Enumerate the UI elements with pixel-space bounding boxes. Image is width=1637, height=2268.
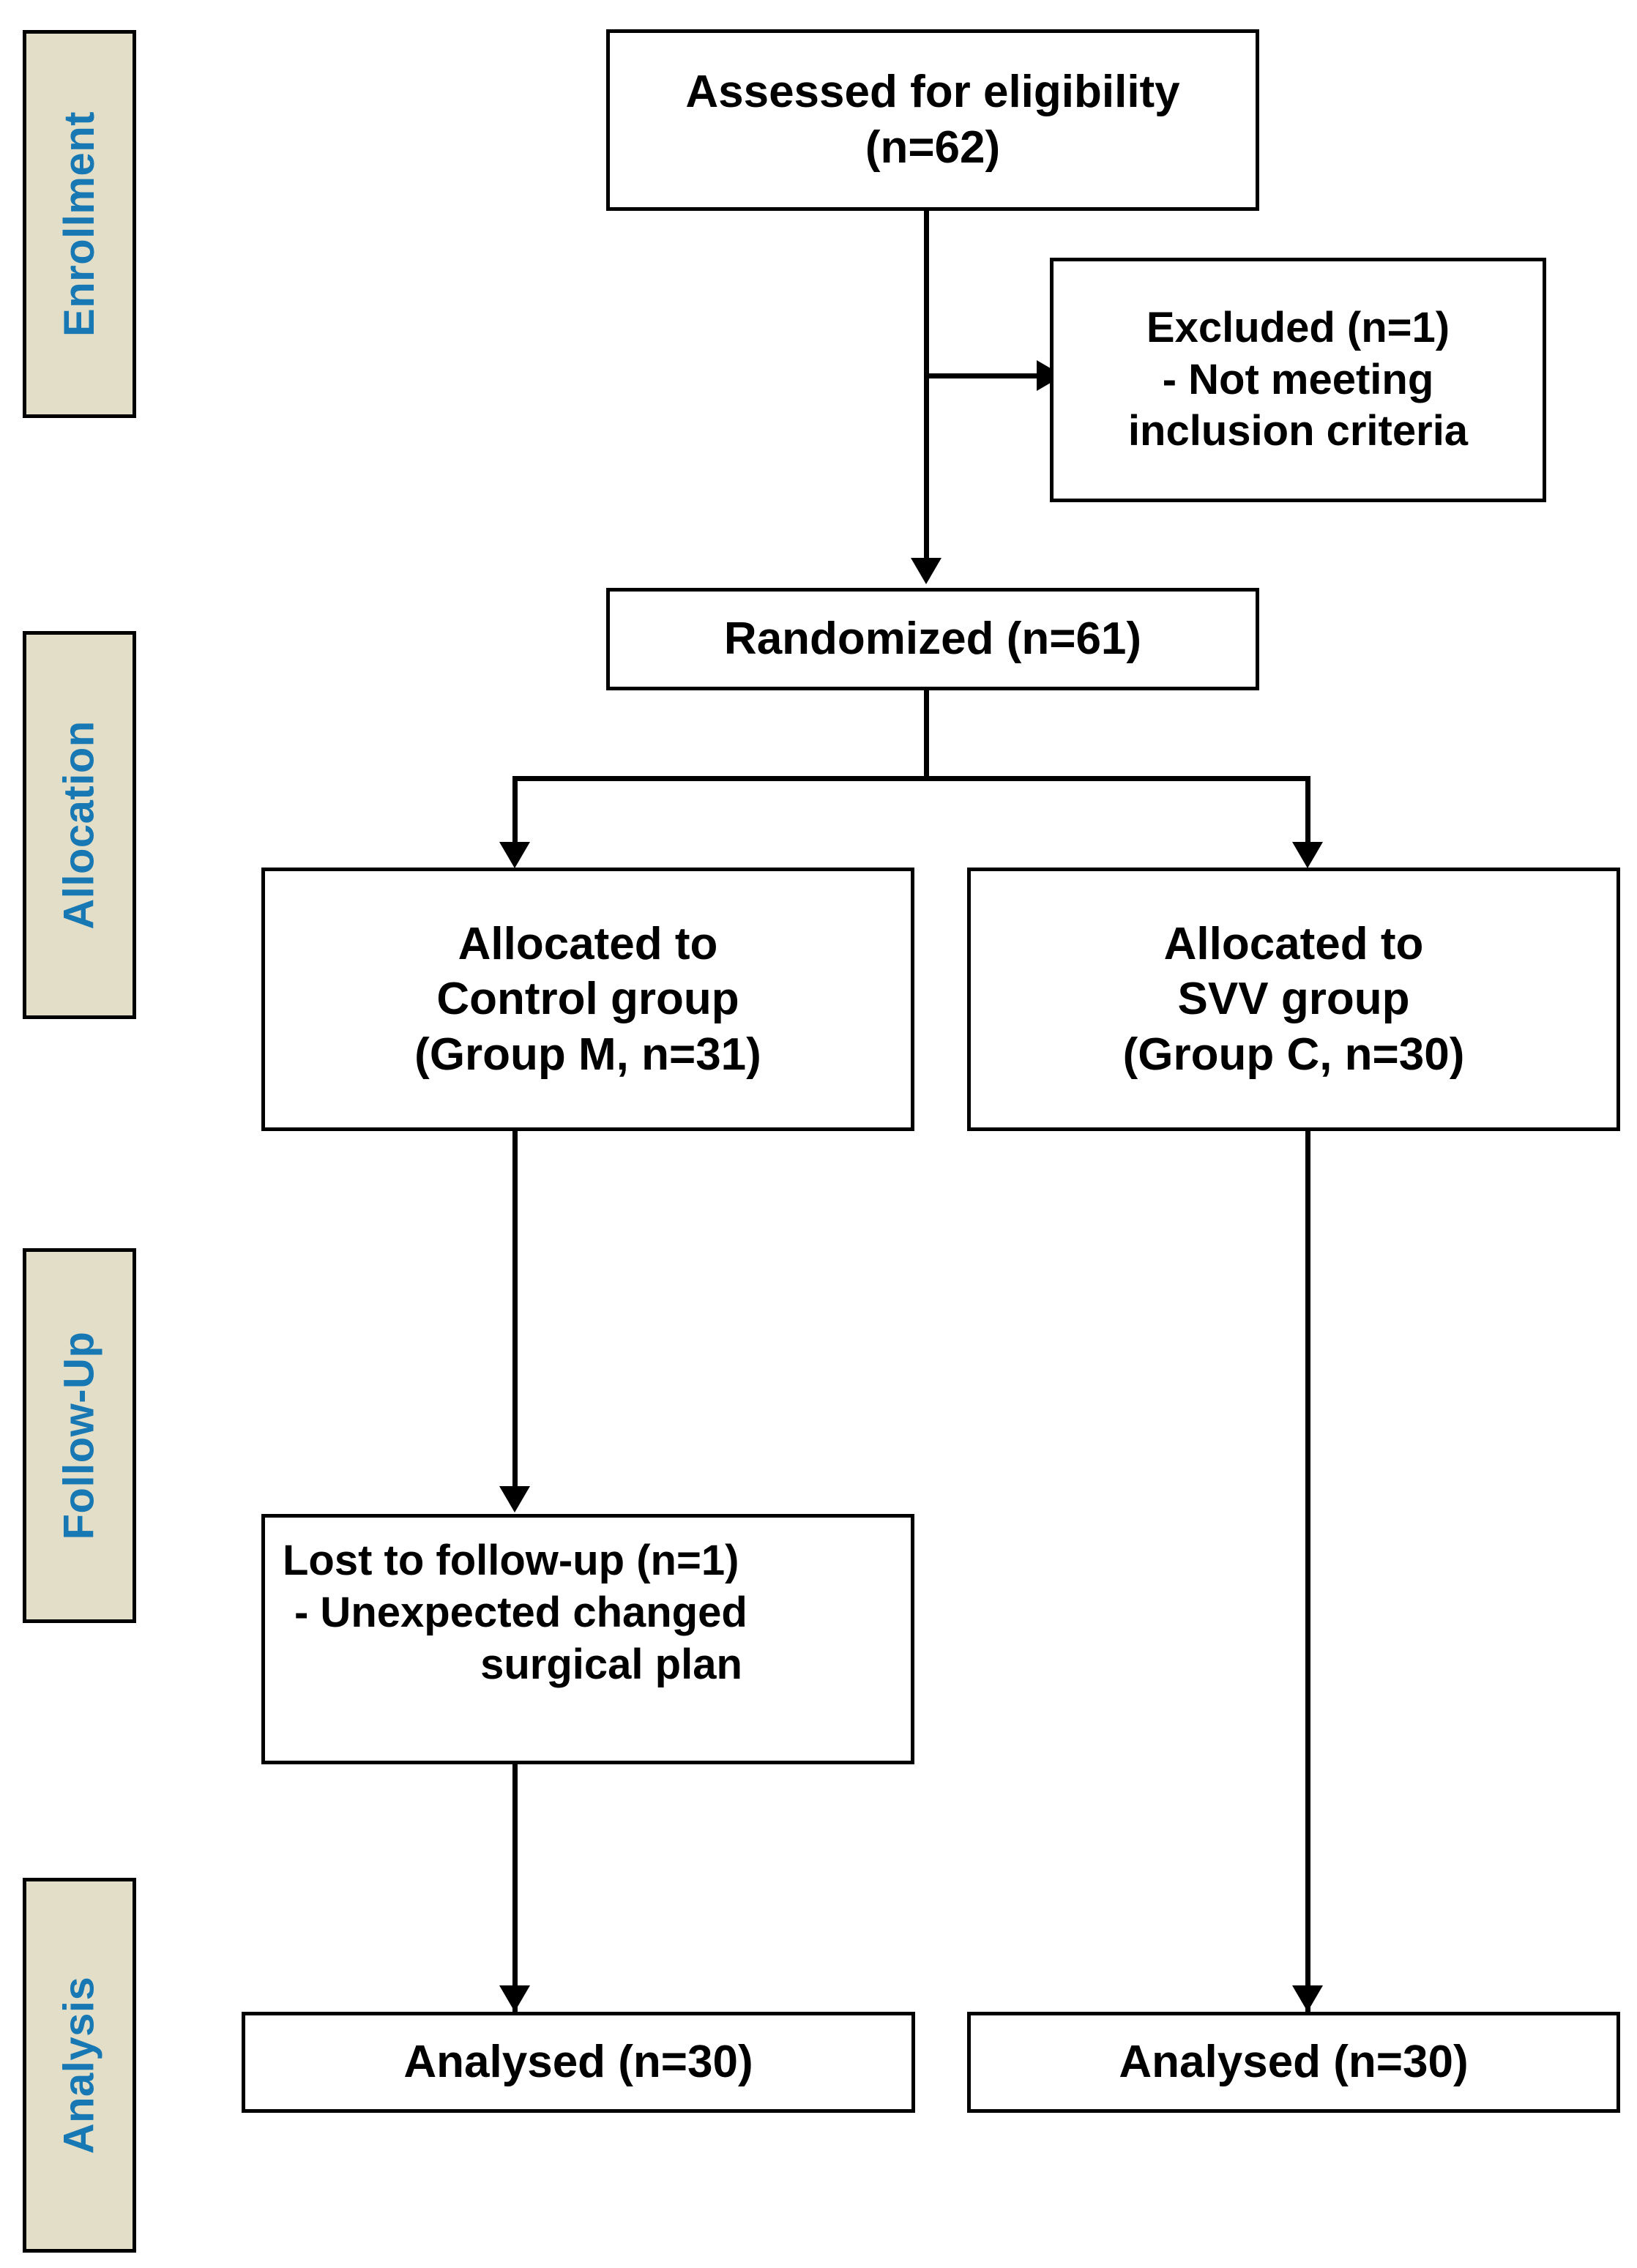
connector-split-left-drop (512, 776, 518, 848)
node-excluded-line-3: inclusion criteria (1127, 407, 1469, 455)
node-alloc-svv-line-1: Allocated to (1163, 918, 1424, 969)
node-assessed-line-2: (n=62) (865, 122, 1001, 173)
node-lost-followup-line-2: - Unexpected changed (294, 1588, 747, 1636)
connector-to-excluded (924, 373, 1040, 378)
node-allocated-svv-group: Allocated to SVV group (Group C, n=30) (967, 868, 1620, 1131)
stage-band-followup: Follow-Up (23, 1248, 136, 1623)
node-lost-followup-line-1: Lost to follow-up (n=1) (283, 1537, 739, 1584)
node-randomized: Randomized (n=61) (606, 588, 1259, 690)
node-alloc-control-line-2: Control group (436, 974, 739, 1025)
arrowhead-into-randomized (911, 558, 941, 584)
node-allocated-control-group: Allocated to Control group (Group M, n=3… (261, 868, 914, 1131)
node-excluded-line-2: - Not meeting (1162, 355, 1434, 403)
node-analysed-right-line-1: Analysed (n=30) (1119, 2037, 1469, 2088)
connector-control-to-lost-followup (512, 1131, 518, 1494)
node-excluded: Excluded (n=1) - Not meeting inclusion c… (1050, 258, 1546, 502)
node-excluded-line-1: Excluded (n=1) (1146, 303, 1450, 351)
stage-band-analysis: Analysis (23, 1878, 136, 2253)
arrowhead-into-analysed-left (499, 1985, 530, 2012)
connector-assessed-to-randomized (924, 209, 929, 560)
node-assessed-for-eligibility: Assessed for eligibility (n=62) (606, 29, 1259, 211)
connector-split-right-drop (1305, 776, 1310, 848)
arrowhead-into-analysed-right (1292, 1985, 1323, 2012)
node-randomized-line-1: Randomized (n=61) (723, 613, 1142, 665)
node-analysed-left-line-1: Analysed (n=30) (403, 2037, 753, 2088)
node-alloc-control-line-3: (Group M, n=31) (414, 1029, 761, 1080)
node-analysed-svv: Analysed (n=30) (967, 2012, 1620, 2113)
connector-allocation-split-bar (512, 776, 1310, 781)
stage-band-enrollment: Enrollment (23, 30, 136, 418)
node-alloc-control-line-1: Allocated to (458, 918, 718, 969)
node-alloc-svv-line-2: SVV group (1177, 974, 1410, 1025)
stage-band-label-analysis: Analysis (55, 1976, 103, 2155)
stage-band-label-followup: Follow-Up (55, 1331, 103, 1540)
stage-band-label-enrollment: Enrollment (55, 111, 103, 337)
node-lost-followup-line-3: surgical plan (480, 1640, 742, 1688)
node-assessed-line-1: Assessed for eligibility (685, 67, 1180, 118)
connector-svv-to-analysed-right (1305, 1131, 1310, 2021)
node-alloc-svv-line-3: (Group C, n=30) (1122, 1029, 1465, 1080)
connector-lost-followup-to-analysed-left (512, 1764, 518, 2021)
arrowhead-into-alloc-svv (1292, 842, 1323, 868)
connector-randomized-stem (924, 688, 929, 780)
stage-band-allocation: Allocation (23, 631, 136, 1019)
arrowhead-into-lost-followup (499, 1486, 530, 1512)
stage-band-label-allocation: Allocation (55, 720, 103, 930)
node-lost-to-followup: Lost to follow-up (n=1) - Unexpected cha… (261, 1514, 914, 1764)
arrowhead-into-alloc-control (499, 842, 530, 868)
node-analysed-control: Analysed (n=30) (242, 2012, 915, 2113)
